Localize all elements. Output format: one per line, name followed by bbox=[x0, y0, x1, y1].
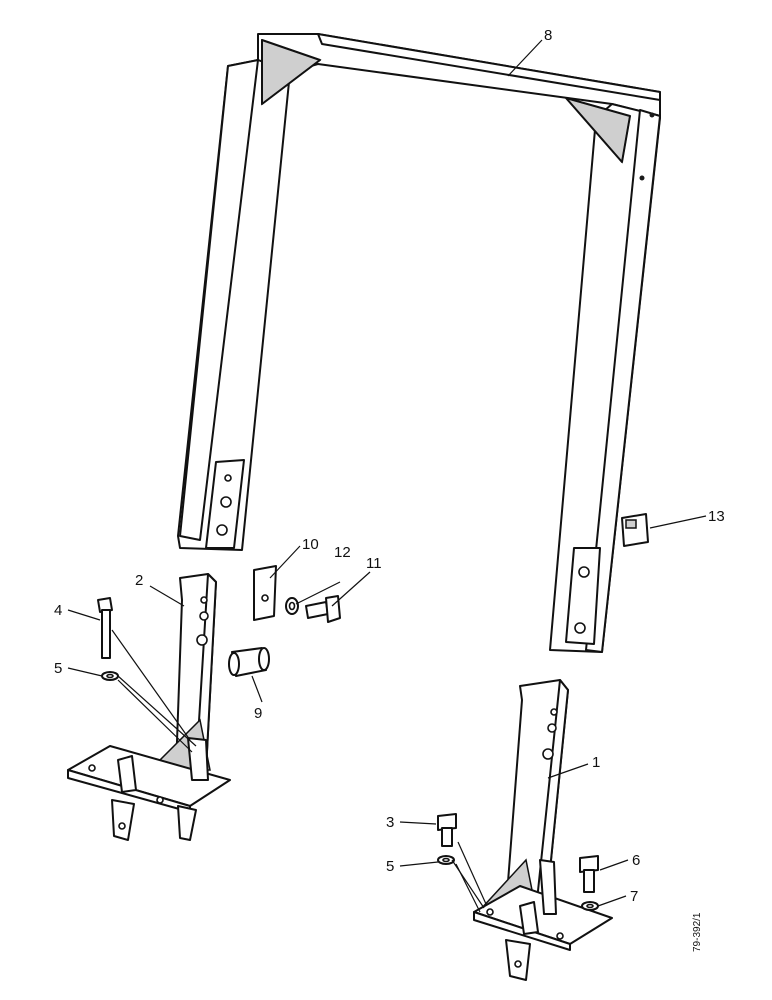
washer-part-5-left bbox=[101, 671, 119, 681]
assembly-guide-lines bbox=[111, 629, 487, 913]
callout-labels: 8 13 10 12 11 2 4 5 9 1 3 5 6 7 bbox=[54, 27, 725, 905]
slotted-plate-part-10 bbox=[253, 565, 277, 621]
right-leg-plate bbox=[565, 547, 601, 645]
callout-leaders bbox=[67, 39, 707, 907]
short-bolt-part-3 bbox=[437, 813, 457, 847]
callout-2: 2 bbox=[135, 572, 143, 589]
washer-part-5-right bbox=[437, 855, 455, 865]
left-lower-post bbox=[67, 573, 231, 841]
callout-1: 1 bbox=[592, 754, 600, 771]
short-bolt-part-6 bbox=[579, 855, 599, 893]
long-bolt-part-4 bbox=[97, 597, 113, 659]
washer-part-7 bbox=[581, 901, 599, 911]
drawing-reference: 79-392/1 bbox=[692, 912, 703, 952]
pin-part-9 bbox=[228, 647, 270, 677]
callout-13: 13 bbox=[708, 508, 725, 525]
upper-frame bbox=[177, 33, 661, 653]
plate-part-13 bbox=[621, 513, 649, 547]
right-lower-post bbox=[473, 679, 613, 981]
callout-6: 6 bbox=[632, 852, 640, 869]
washer-part-12 bbox=[285, 597, 299, 615]
callout-8: 8 bbox=[544, 27, 552, 44]
callout-3: 3 bbox=[386, 814, 394, 831]
callout-5-right: 5 bbox=[386, 858, 394, 875]
callout-11: 11 bbox=[366, 555, 382, 572]
callout-7: 7 bbox=[630, 888, 638, 905]
callout-5-left: 5 bbox=[54, 660, 62, 677]
callout-4: 4 bbox=[54, 602, 62, 619]
callout-12: 12 bbox=[334, 544, 351, 561]
callout-9: 9 bbox=[254, 705, 262, 722]
callout-10: 10 bbox=[302, 536, 319, 553]
bolt-part-11 bbox=[305, 595, 341, 623]
